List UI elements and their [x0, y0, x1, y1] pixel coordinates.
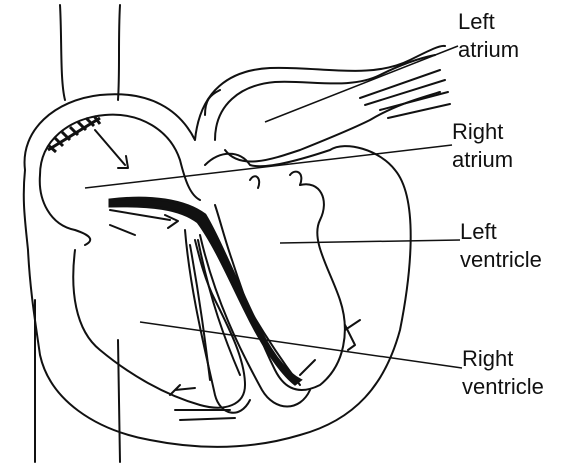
left-atrium-outline: [205, 55, 440, 162]
label-left-ventricle-line1: Left: [460, 218, 542, 246]
leader-right-atrium: [85, 145, 452, 188]
label-right-atrium-line1: Right: [452, 118, 513, 146]
label-right-ventricle-line1: Right: [462, 345, 544, 373]
hatched-band: [48, 116, 100, 152]
label-left-atrium-line2: atrium: [458, 36, 519, 64]
label-left-atrium: Left atrium: [458, 8, 519, 64]
flow-arrows-ra: [110, 210, 178, 235]
blood-flow-band: [110, 198, 300, 384]
leader-left-ventricle: [280, 240, 460, 243]
label-right-ventricle-line2: ventricle: [462, 373, 544, 401]
label-left-ventricle-line2: ventricle: [460, 246, 542, 274]
vena-cava-outline: [35, 5, 120, 462]
flow-arrows-rv: [170, 385, 235, 420]
label-right-ventricle: Right ventricle: [462, 345, 544, 401]
label-right-atrium-line2: atrium: [452, 146, 513, 174]
label-right-atrium: Right atrium: [452, 118, 513, 174]
flow-arrow-top: [95, 130, 128, 168]
leader-right-ventricle: [140, 322, 462, 368]
label-left-atrium-line1: Left: [458, 8, 519, 36]
mitral-valve: [250, 172, 301, 188]
flow-arrows-lv: [300, 320, 360, 375]
heart-outer-wall: [24, 46, 445, 447]
label-left-ventricle: Left ventricle: [460, 218, 542, 274]
septum: [185, 230, 310, 413]
